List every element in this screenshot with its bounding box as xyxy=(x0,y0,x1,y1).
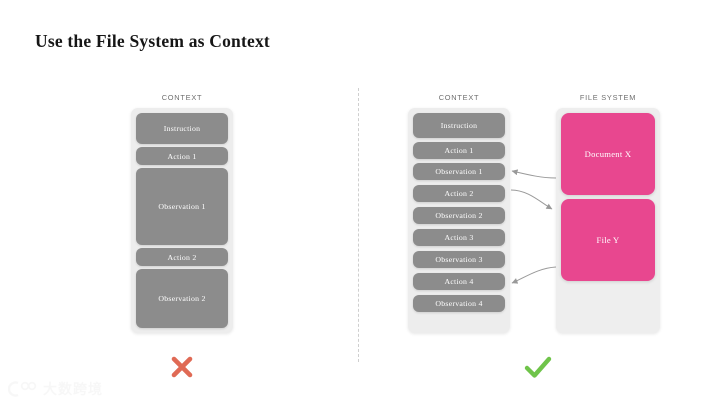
connector-filey-to-action4 xyxy=(511,266,557,284)
right-block-observation-4: Observation 4 xyxy=(413,295,505,312)
watermark: 大数跨境 xyxy=(8,379,103,399)
file-system-panel: Document X File Y xyxy=(556,108,660,333)
right-block-action-2: Action 2 xyxy=(413,185,505,202)
file-block-file-y: File Y xyxy=(561,199,655,281)
right-block-action-1: Action 1 xyxy=(413,142,505,159)
right-context-label: CONTEXT xyxy=(438,93,480,102)
left-block-observation-1: Observation 1 xyxy=(136,168,228,245)
right-block-observation-1: Observation 1 xyxy=(413,163,505,180)
right-block-action-3: Action 3 xyxy=(413,229,505,246)
connector-documentx-to-observation1 xyxy=(511,169,557,179)
check-icon xyxy=(524,356,552,378)
file-block-document-x: Document X xyxy=(561,113,655,195)
left-block-instruction: Instruction xyxy=(136,113,228,144)
left-block-action-1: Action 1 xyxy=(136,147,228,165)
right-context-panel: Instruction Action 1 Observation 1 Actio… xyxy=(408,108,510,333)
cross-icon xyxy=(171,356,193,378)
page-title: Use the File System as Context xyxy=(35,31,270,51)
left-block-action-2: Action 2 xyxy=(136,248,228,266)
left-block-observation-2: Observation 2 xyxy=(136,269,228,328)
right-verdict-check xyxy=(520,352,556,382)
left-context-label: CONTEXT xyxy=(161,93,203,102)
left-verdict-cross xyxy=(164,352,200,382)
watermark-text: 大数跨境 xyxy=(43,382,103,398)
right-block-observation-3: Observation 3 xyxy=(413,251,505,268)
file-system-label: FILE SYSTEM xyxy=(579,93,637,102)
right-block-observation-2: Observation 2 xyxy=(413,207,505,224)
section-divider xyxy=(358,88,359,362)
right-block-action-4: Action 4 xyxy=(413,273,505,290)
brand-logo-icon xyxy=(8,381,37,397)
left-context-panel: Instruction Action 1 Observation 1 Actio… xyxy=(131,108,233,333)
right-block-instruction: Instruction xyxy=(413,113,505,138)
connector-action2-to-filey xyxy=(510,189,553,210)
